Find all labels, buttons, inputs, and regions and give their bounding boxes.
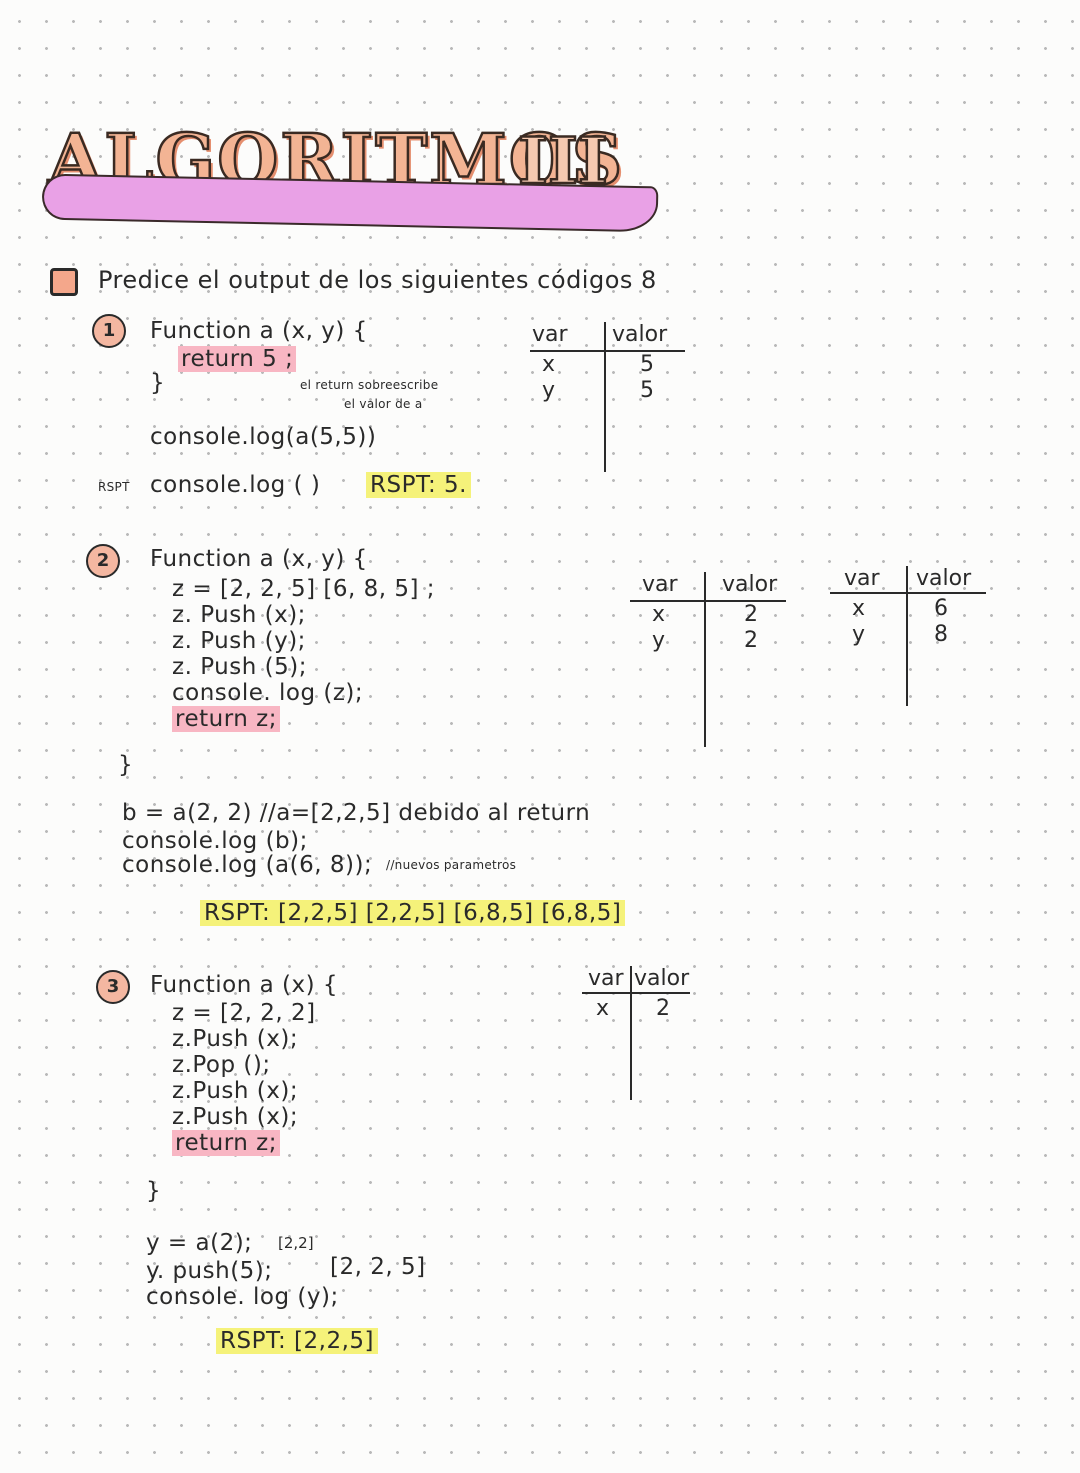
ex2-var-table-2: var valor x 6 y 8	[830, 566, 990, 706]
ex2-table1-hline	[630, 600, 786, 602]
ex3-line8: y = a(2);	[146, 1230, 253, 1256]
exercise-3-number: 3	[96, 970, 130, 1004]
ex1-answer: RSPT: 5.	[366, 472, 471, 498]
ex3-line1: Function a (x) {	[150, 972, 339, 998]
ex3-line7: return z;	[172, 1130, 280, 1156]
ex2-answer: RSPT: [2,2,5] [2,2,5] [6,8,5] [6,8,5]	[200, 900, 626, 926]
ex2-line10: console.log (a(6, 8));	[122, 852, 373, 878]
ex2-table1-header-var: var	[642, 572, 678, 597]
ex3-line9: y. push(5);	[146, 1258, 273, 1284]
ex3-table-hline	[582, 992, 690, 994]
ex3-table-header-valor: valor	[634, 966, 690, 991]
ex1-note1: el return sobreescribe	[300, 378, 439, 392]
ex1-note2: el valor de a	[344, 397, 423, 411]
ex3-line4: z.Pop ();	[172, 1052, 271, 1078]
ex3-answer: RSPT: [2,2,5]	[216, 1328, 379, 1354]
ex1-table-hline	[530, 350, 685, 352]
ex2-table1-cell: y	[652, 628, 666, 653]
ex3-close: }	[146, 1178, 162, 1204]
ex2-line2: z = [2, 2, 5] [6, 8, 5] ;	[172, 576, 436, 602]
ex3-aside2: [2, 2, 5]	[330, 1254, 426, 1280]
ex1-table-header-valor: valor	[612, 322, 668, 347]
ex2-line5: z. Push (5);	[172, 654, 307, 680]
ex2-line3: z. Push (x);	[172, 602, 306, 628]
ex1-line5: console.log ( )	[150, 472, 321, 498]
ex2-table2-cell: 6	[934, 596, 948, 621]
ex3-line10: console. log (y);	[146, 1284, 339, 1310]
ex1-rspt-label: RSPT	[98, 480, 130, 494]
ex2-close: }	[118, 752, 134, 778]
ex2-line1: Function a (x, y) {	[150, 546, 368, 572]
ex1-table-cell: x	[542, 352, 556, 377]
ex2-table1-cell: 2	[744, 628, 758, 653]
ex1-table-cell: 5	[640, 378, 654, 403]
ex1-table-cell: 5	[640, 352, 654, 377]
ex2-table1-header-valor: valor	[722, 572, 778, 597]
prompt-text: Predice el output de los siguientes códi…	[98, 266, 657, 294]
ex1-line1: Function a (x, y) {	[150, 318, 368, 344]
ex1-table-header-var: var	[532, 322, 568, 347]
ex1-line3: }	[150, 370, 166, 396]
ex2-table1-cell: 2	[744, 602, 758, 627]
checkbox-icon	[50, 268, 78, 296]
ex1-line2: return 5 ;	[178, 346, 297, 372]
ex3-line3: z.Push (x);	[172, 1026, 299, 1052]
ex3-line5: z.Push (x);	[172, 1078, 299, 1104]
ex2-table2-cell: 8	[934, 622, 948, 647]
ex2-table2-vline	[906, 566, 908, 706]
ex3-aside1: [2,2]	[278, 1234, 314, 1252]
ex2-table2-hline	[830, 592, 986, 594]
ex2-table2-header-var: var	[844, 566, 880, 591]
ex1-table-cell: y	[542, 378, 556, 403]
ex3-line6: z.Push (x);	[172, 1104, 299, 1130]
ex2-table1-vline	[704, 572, 706, 747]
ex3-table-cell: x	[596, 996, 610, 1021]
ex2-table1-cell: x	[652, 602, 666, 627]
ex2-line4: z. Push (y);	[172, 628, 306, 654]
ex3-table-header-var: var	[588, 966, 624, 991]
ex2-line7: return z;	[172, 706, 280, 732]
ex1-var-table: var valor x 5 y 5	[530, 322, 690, 472]
ex2-table2-cell: y	[852, 622, 866, 647]
exercise-1-number: 1	[92, 314, 126, 348]
ex2-line9: console.log (b);	[122, 828, 308, 854]
ex3-table-vline	[630, 966, 632, 1100]
ex1-table-vline	[604, 322, 606, 472]
ex2-var-table-1: var valor x 2 y 2	[630, 572, 790, 747]
ex2-note: //nuevos parametros	[386, 858, 517, 872]
ex2-line8: b = a(2, 2) //a=[2,2,5] debido al return	[122, 800, 591, 826]
ex3-var-table: var valor x 2	[582, 966, 702, 1100]
ex2-table2-header-valor: valor	[916, 566, 972, 591]
ex1-line4: console.log(a(5,5))	[150, 424, 377, 450]
exercise-2-number: 2	[86, 544, 120, 578]
ex3-line2: z = [2, 2, 2]	[172, 1000, 316, 1026]
ex2-table2-cell: x	[852, 596, 866, 621]
ex3-table-cell: 2	[656, 996, 670, 1021]
ex2-line6: console. log (z);	[172, 680, 364, 706]
